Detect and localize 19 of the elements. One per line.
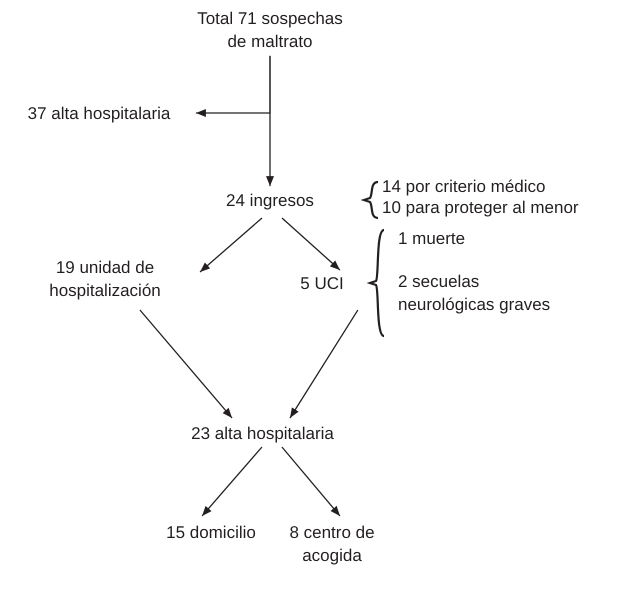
node-label: 5 UCI (300, 272, 344, 294)
node-label: 37 alta hospitalaria (28, 102, 170, 124)
arrow (202, 446, 262, 516)
node-label: 15 domicilio (166, 522, 256, 544)
node-label: 19 unidad de hospitalización (48, 257, 162, 302)
annotation-text: 10 para proteger al menor (382, 197, 579, 218)
node-label: 24 ingresos (226, 190, 314, 212)
annotation-text: 14 por criterio médico (382, 176, 546, 197)
arrow (282, 218, 340, 270)
node-label: Total 71 sospechas de maltrato (196, 8, 344, 53)
arrow (139, 310, 233, 418)
annotation-text: 2 secuelas neurológicas graves (398, 271, 552, 316)
arrow (196, 56, 271, 117)
arrow (289, 310, 358, 418)
arrow (200, 218, 262, 272)
node-label: 8 centro de acogida (288, 522, 376, 567)
arrow (281, 446, 340, 516)
annotation-text: 1 muerte (398, 228, 466, 249)
node-label: 23 alta hospitalaria (191, 422, 334, 444)
